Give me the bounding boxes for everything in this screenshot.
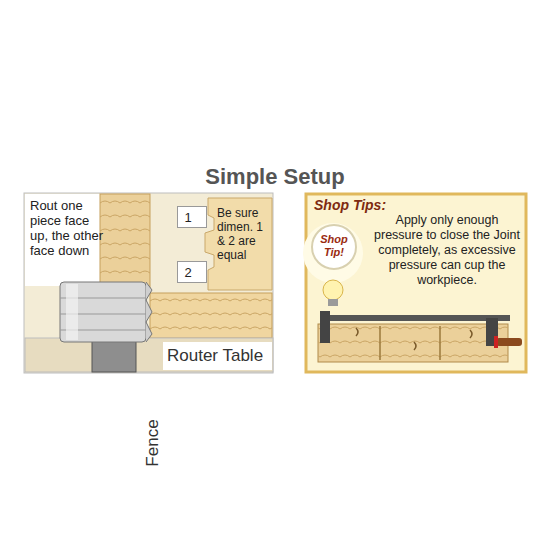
glued-board xyxy=(318,324,508,362)
label-box: 1 xyxy=(177,206,207,228)
label-box: 2 xyxy=(177,261,207,283)
callout-number: 1 xyxy=(178,210,198,225)
glue-seam xyxy=(380,326,440,360)
label-box: Fence xyxy=(141,415,165,471)
clamp-jaw xyxy=(320,311,330,343)
cutter-highlight xyxy=(66,284,78,340)
bit-shank xyxy=(92,338,136,372)
joint-profile xyxy=(205,198,272,290)
lightbulb xyxy=(323,280,343,300)
bit-cutter xyxy=(60,282,146,342)
label-box: Router Table xyxy=(163,342,272,370)
fence-grain xyxy=(100,194,150,293)
biscuit-mark xyxy=(356,328,472,350)
board-grain xyxy=(318,324,508,362)
tip-text: Apply only enough pressure to close the … xyxy=(371,213,523,288)
workpiece xyxy=(150,293,272,338)
tips-heading: Shop Tips: xyxy=(314,197,386,213)
dimension-note: Be sure dimen. 1 & 2 are equal xyxy=(217,206,271,262)
cutter-profile xyxy=(146,282,152,342)
part-name: Fence xyxy=(143,419,163,466)
handle-ring xyxy=(494,336,498,348)
part-name: Router Table xyxy=(167,346,263,366)
clamp-handle xyxy=(496,338,522,346)
callout-number: 2 xyxy=(178,265,198,280)
tip-badge: Shop Tip! xyxy=(313,233,355,259)
tip-bubble: Shop Tip! xyxy=(311,224,357,270)
router-table xyxy=(25,338,273,372)
bulb-base xyxy=(328,299,338,306)
workpiece-grain xyxy=(150,293,272,338)
panel: Shop Tips:Apply only enough pressure to … xyxy=(305,193,527,373)
fence-board xyxy=(100,194,150,293)
bulb-glow xyxy=(303,223,363,283)
diagram-title: Simple Setup xyxy=(0,164,550,190)
clamp-bar xyxy=(324,315,510,321)
left-panel-ground xyxy=(24,193,273,373)
right-panel-ground xyxy=(306,194,526,372)
instruction-note: Rout one piece face up, the other face d… xyxy=(30,198,104,258)
